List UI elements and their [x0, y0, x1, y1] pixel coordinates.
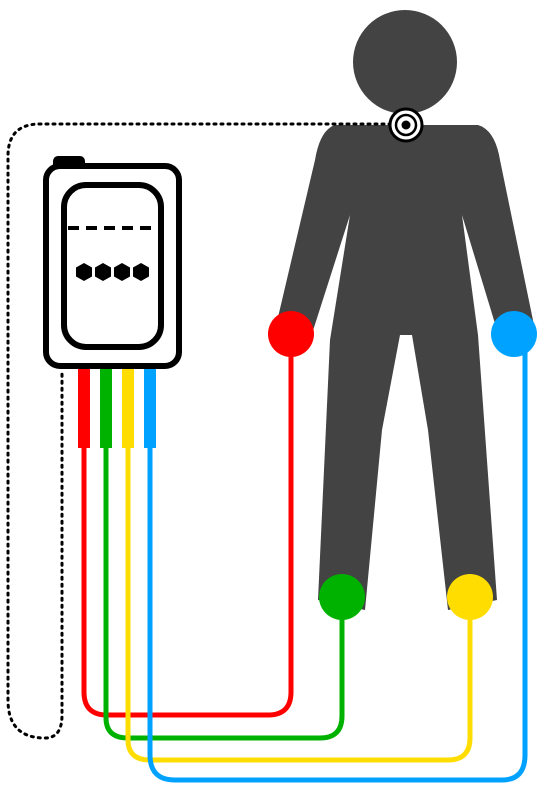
right-arm-electrode-red: [268, 311, 314, 357]
left-arm-electrode-blue: [491, 311, 537, 357]
blue-cable-plug: [144, 368, 156, 448]
yellow-cable-plug: [122, 368, 134, 448]
red-lead-wire: [81, 335, 294, 718]
hexagon-indicator: [76, 263, 92, 281]
left-leg-electrode-yellow: [447, 574, 493, 620]
right-leg-electrode-green: [319, 574, 365, 620]
red-cable-plug: [78, 368, 90, 448]
screen-hexagon-indicators: [76, 263, 149, 281]
human-figure: [275, 10, 535, 610]
green-lead-wire: [103, 368, 345, 741]
device-screen: [61, 182, 164, 350]
reference-wire-dotted: [6, 122, 400, 740]
ecg-monitor-device: [43, 156, 182, 369]
blue-lead-wire: [147, 335, 528, 783]
hexagon-indicator: [133, 263, 149, 281]
figure-body: [275, 125, 535, 610]
figure-head: [353, 10, 457, 114]
chest-reference-electrode: [388, 107, 424, 143]
yellow-lead-wire: [125, 368, 473, 763]
green-cable-plug: [100, 368, 112, 448]
hexagon-indicator: [95, 263, 111, 281]
hexagon-indicator: [114, 263, 130, 281]
